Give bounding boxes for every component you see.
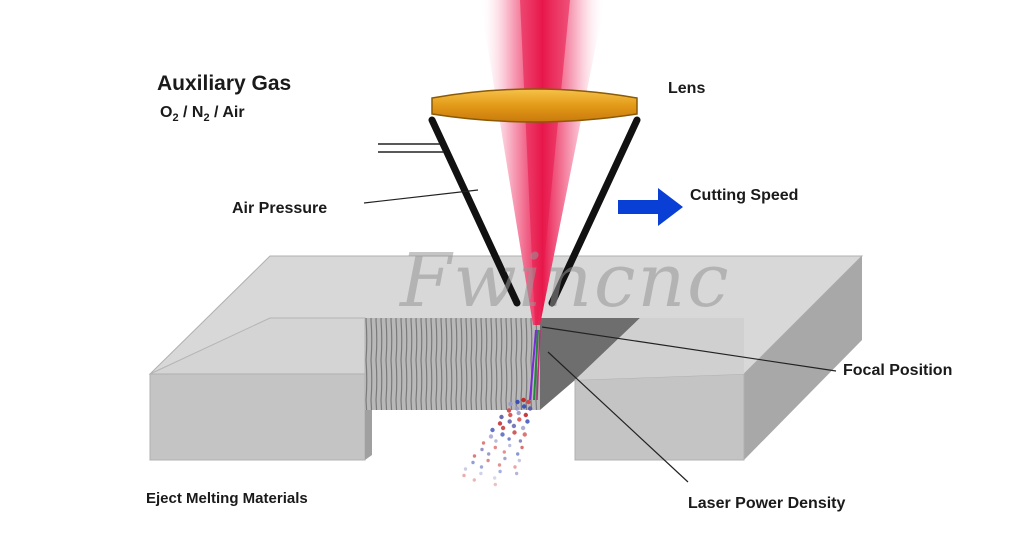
particle-dot (511, 423, 517, 429)
particle-dot (527, 406, 533, 411)
particle-dot (493, 445, 497, 450)
left-block-front (149, 373, 366, 461)
particle-dot (514, 471, 519, 476)
particle-dot (521, 397, 526, 403)
particle-dot (479, 465, 484, 469)
watermark-logo: Fwincnc (400, 238, 731, 324)
particle-dot (502, 450, 506, 454)
particle-dot (481, 441, 486, 445)
ejected-particles (462, 397, 533, 487)
particle-dot (513, 465, 517, 469)
leader-lines (363, 189, 837, 483)
particle-dot (499, 414, 504, 420)
particle-dot (517, 417, 522, 422)
left-block (149, 317, 372, 461)
particle-dot (522, 432, 527, 437)
particle-dot (494, 439, 498, 443)
particle-dot (515, 399, 520, 405)
particle-dot (500, 425, 506, 431)
particle-dot (488, 434, 494, 439)
particle-dot (520, 445, 524, 450)
particle-dot (518, 439, 523, 443)
beam-in-kerf (529, 329, 541, 401)
particle-dot (493, 476, 497, 480)
lens (431, 88, 638, 123)
particle-dot (517, 458, 522, 463)
particle-dot (521, 404, 527, 409)
cutting-speed-label: Cutting Speed (690, 187, 799, 204)
air-pressure-leader (363, 189, 479, 204)
particle-dot (506, 408, 512, 413)
particle-dot (508, 412, 513, 418)
plate-right-side (744, 256, 862, 460)
particle-dot (523, 412, 528, 418)
eject-melting-materials-label: Eject Melting Materials (146, 490, 308, 507)
particle-dot (516, 410, 521, 416)
particle-dot (472, 478, 476, 482)
particle-dot (463, 467, 468, 471)
kerf-cut (365, 318, 640, 410)
focal-position-label: Focal Position (843, 362, 953, 379)
particle-dot (472, 454, 477, 458)
particle-dot (516, 452, 520, 456)
particle-dot (471, 460, 475, 465)
particle-dot (479, 471, 483, 476)
particle-dot (525, 419, 530, 424)
particle-dot (498, 469, 502, 474)
particle-dot (487, 452, 491, 456)
particle-dot (503, 456, 507, 461)
focal-position-leader (541, 326, 837, 372)
particle-dot (462, 473, 466, 478)
laser-power-density-leader (547, 351, 689, 483)
particle-dot (480, 447, 484, 452)
air-pressure-label: Air Pressure (232, 200, 328, 217)
particle-dot (512, 430, 517, 435)
laser-beam (480, 0, 605, 325)
particle-dot (507, 419, 512, 424)
particle-dot (520, 425, 526, 431)
lens-label: Lens (668, 80, 706, 97)
gas-formula-label: O2 / N2 / Air (160, 104, 245, 125)
particle-dot (493, 482, 497, 487)
gas-inlet-pipe (378, 143, 444, 153)
particle-dot (507, 437, 511, 441)
particle-dot (508, 443, 512, 448)
particle-dot (508, 401, 513, 407)
auxiliary-gas-label: Auxiliary Gas (157, 72, 292, 95)
particle-dot (500, 432, 505, 437)
particle-dot (486, 458, 490, 463)
laser-power-density-label: Laser Power Density (688, 495, 846, 512)
particle-dot (490, 427, 495, 433)
particle-dot (514, 406, 520, 411)
right-block (574, 318, 745, 461)
kerf-shadow (540, 318, 640, 410)
kerf-striated-wall (365, 318, 540, 410)
cutting-speed-arrow (618, 188, 683, 226)
particle-dot (497, 463, 502, 467)
particle-dot (526, 399, 531, 405)
nozzle (428, 116, 641, 307)
particle-dot (497, 421, 503, 426)
